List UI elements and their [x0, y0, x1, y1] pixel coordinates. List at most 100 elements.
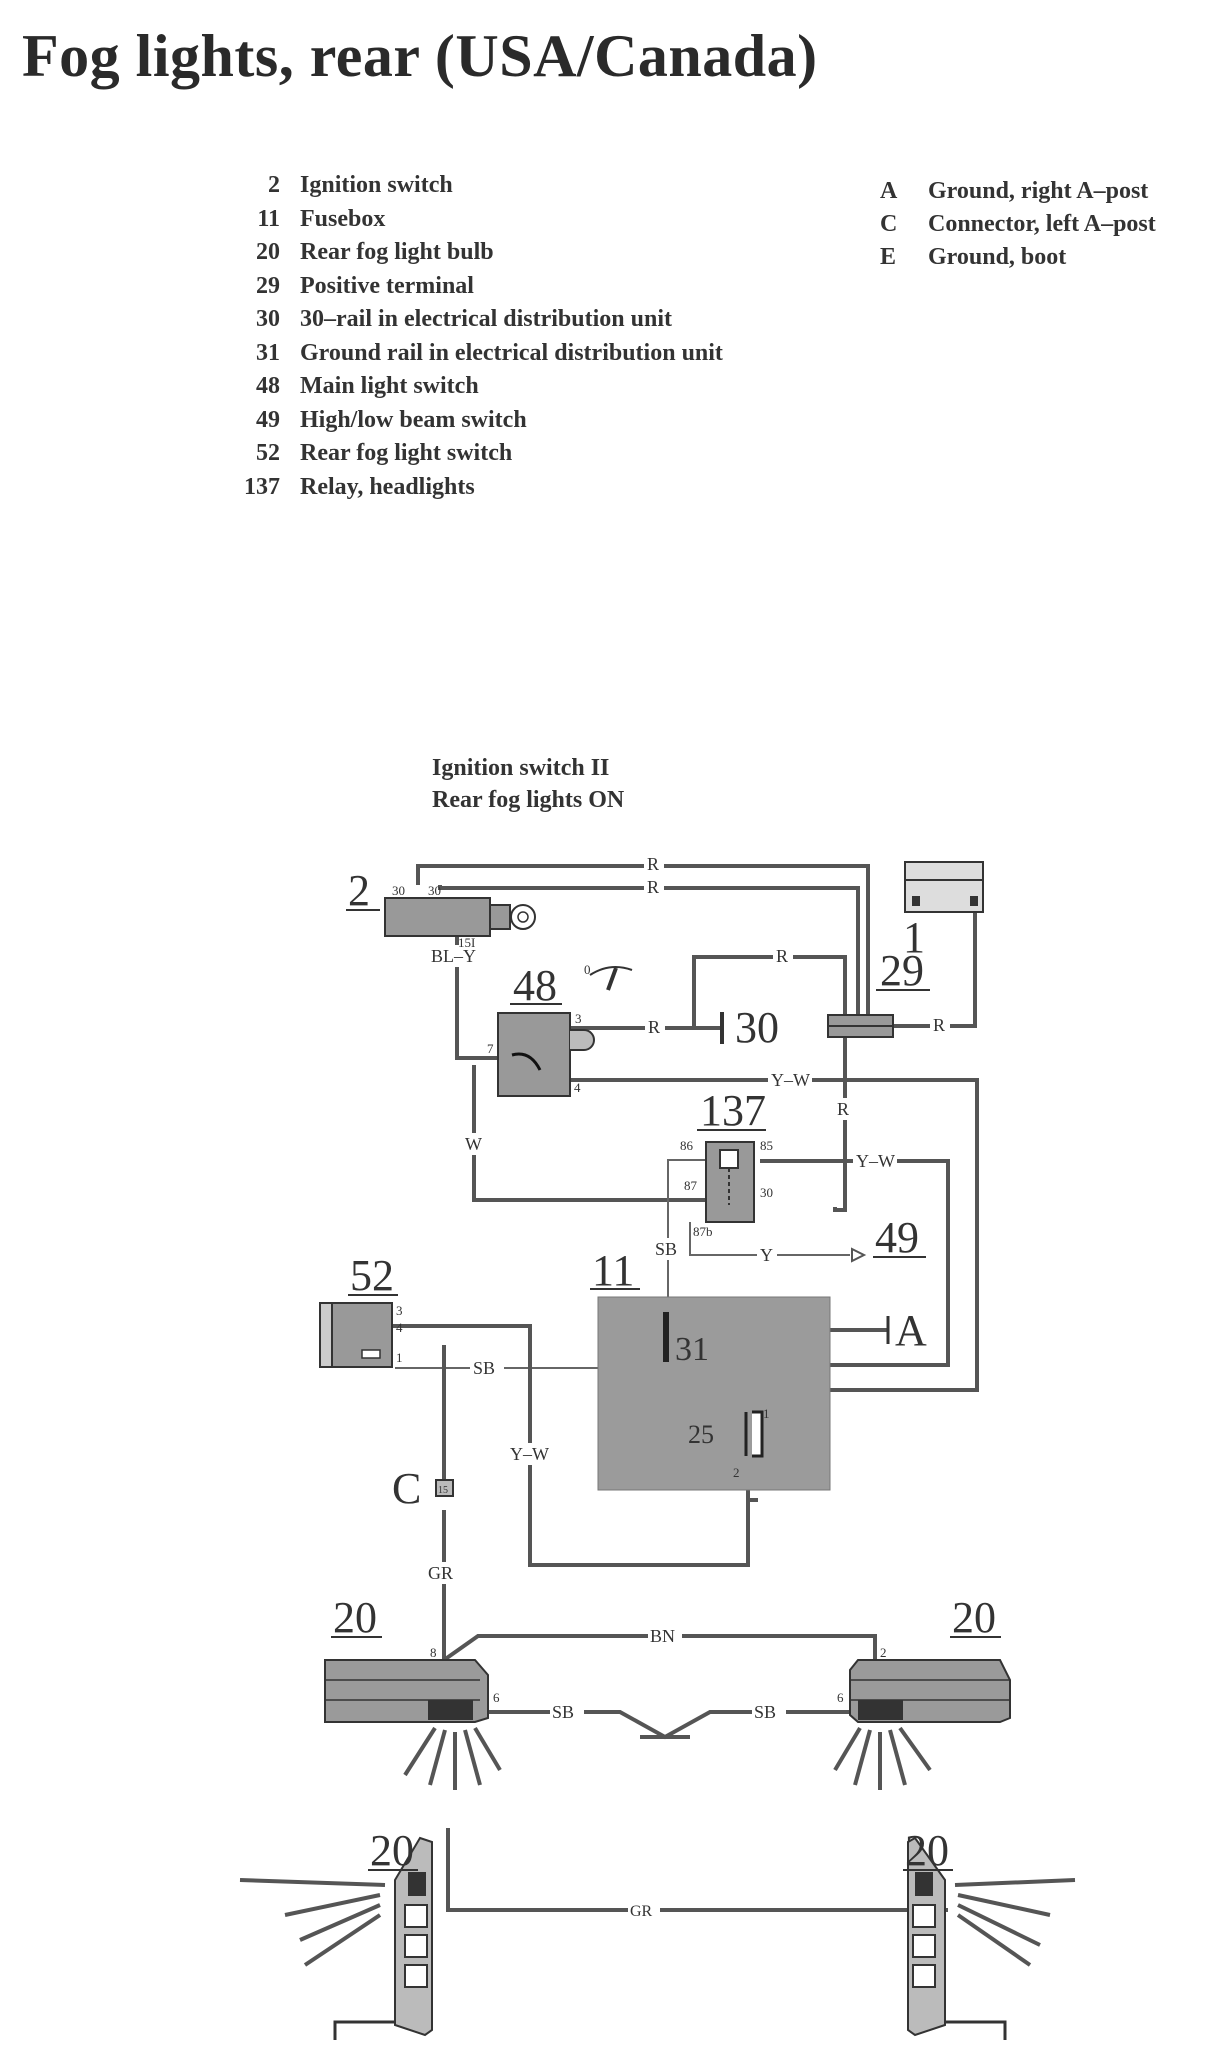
- wire-label-w: W: [465, 1134, 482, 1154]
- label-c: C: [392, 1464, 421, 1513]
- label-48: 48: [513, 961, 557, 1010]
- legend-item-label: Rear fog light bulb: [300, 239, 494, 265]
- fusebox: [597, 1296, 831, 1491]
- label-20-right: 20: [952, 1593, 996, 1642]
- wire-label-y: Y: [760, 1245, 773, 1265]
- label-20-bottom-left: 20: [370, 1826, 414, 1875]
- legend-item-number: 2: [268, 172, 280, 198]
- label-a: A: [895, 1306, 927, 1355]
- pin-137-87: 87: [684, 1178, 698, 1193]
- legend-item-label: 30–rail in electrical distribution unit: [300, 306, 672, 332]
- pin-48-7: 7: [487, 1041, 494, 1056]
- pin-20a-8: 8: [430, 1645, 437, 1660]
- positive-terminal: [827, 1014, 894, 1038]
- page-title: Fog lights, rear (USA/Canada): [22, 23, 818, 89]
- label-29: 29: [880, 946, 924, 995]
- wire-label-sb-52: SB: [473, 1358, 495, 1378]
- legend-item-label: High/low beam switch: [300, 406, 527, 433]
- legend-ground-number: E: [880, 244, 897, 270]
- label-1: 1: [903, 913, 925, 962]
- battery: [904, 861, 984, 913]
- wire-label-bl-y: BL–Y: [431, 946, 476, 966]
- wire-r-29: [893, 912, 977, 1028]
- wire-label-sb-11: SB: [655, 1239, 677, 1259]
- connector-c: [435, 1479, 454, 1497]
- legend-ground-number: C: [880, 211, 898, 237]
- legend-item-number: 52: [256, 440, 280, 466]
- wire-label-r-top2: R: [647, 877, 659, 897]
- headlight-relay: [705, 1141, 755, 1223]
- pin-52-4: 4: [396, 1320, 403, 1335]
- pin-48-4: 4: [574, 1080, 581, 1095]
- label-31: 31: [675, 1331, 709, 1368]
- wire-label-bn: BN: [650, 1626, 675, 1646]
- bottom-lamp-right: [907, 1836, 1076, 2040]
- wire-w: [472, 1065, 708, 1202]
- pin-20b-6: 6: [837, 1690, 844, 1705]
- legend-ground-number: A: [880, 178, 898, 204]
- legend-item-label: Ground rail in electrical distribution u…: [300, 339, 723, 366]
- wire-y-w-low: [392, 1324, 750, 1567]
- pin-137-85: 85: [760, 1138, 773, 1153]
- legend-item-number: 30: [256, 306, 280, 332]
- pin-137-87b: 87b: [693, 1224, 713, 1239]
- pin-2-30b: 30: [428, 883, 441, 898]
- wire-r-top1: [416, 864, 870, 1030]
- wire-label-r-30: R: [648, 1017, 660, 1037]
- pin-48-3: 3: [575, 1011, 582, 1026]
- label-30: 30: [735, 1003, 779, 1052]
- ignition-switch: [384, 897, 536, 937]
- legend-ground-label: Ground, right A–post: [928, 178, 1149, 204]
- wire-label-r-vert: R: [837, 1099, 849, 1119]
- label-20-bottom-right: 20: [905, 1826, 949, 1875]
- wire-y: [689, 1222, 850, 1256]
- legend-item-label: Relay, headlights: [300, 473, 475, 500]
- legend-item-number: 20: [256, 239, 280, 265]
- legend-item-number: 11: [257, 205, 280, 232]
- wire-label-y-w-low: Y–W: [510, 1444, 549, 1464]
- legend-ground-label: Ground, boot: [928, 244, 1067, 270]
- bottom-lamp-left: [239, 1836, 433, 2040]
- rear-lamp-left: [324, 1659, 502, 1790]
- wire-label-sb-left: SB: [552, 1702, 574, 1722]
- wire-r-mid: [692, 955, 847, 1212]
- label-49: 49: [875, 1213, 919, 1262]
- legend-item-number: 29: [256, 272, 280, 299]
- pin-2-15: 15I: [458, 935, 475, 950]
- legend-item-label: Main light switch: [300, 373, 479, 399]
- wire-label-y-w-137: Y–W: [856, 1151, 895, 1171]
- label-25: 25: [688, 1420, 714, 1449]
- pin-52-1: 1: [396, 1350, 403, 1365]
- pin-137-30: 30: [760, 1185, 773, 1200]
- pin-2-30a: 30: [392, 883, 405, 898]
- legend-item-number: 49: [256, 406, 280, 433]
- pin-48-dial-0: 0: [584, 962, 591, 977]
- legend-item-label: Positive terminal: [300, 272, 474, 299]
- wire-label-sb-right: SB: [754, 1702, 776, 1722]
- label-2: 2: [348, 866, 370, 915]
- state-line-2: Rear fog lights ON: [432, 787, 625, 813]
- legend-item-number: 31: [256, 339, 280, 366]
- label-20-left: 20: [333, 1593, 377, 1642]
- rear-fog-light-switch: [319, 1302, 393, 1368]
- wire-label-r-top1: R: [647, 854, 659, 874]
- pin-c-15: 15: [438, 1485, 448, 1496]
- wire-label-gr-bottom: GR: [630, 1903, 653, 1920]
- label-52: 52: [350, 1251, 394, 1300]
- rear-lamp-right: [833, 1659, 1011, 1790]
- pin-25-2: 2: [733, 1465, 740, 1480]
- wire-label-r-mid: R: [776, 946, 788, 966]
- state-line-1: Ignition switch II: [432, 755, 610, 781]
- label-137: 137: [700, 1086, 766, 1135]
- legend-ground-label: Connector, left A–post: [928, 211, 1156, 237]
- wire-sb-11: [667, 1159, 706, 1322]
- legend-item-number: 48: [256, 373, 280, 399]
- wire-gr-bottom: [446, 1828, 948, 1912]
- main-light-switch: [497, 965, 633, 1097]
- wire-bl-y: [455, 935, 497, 1060]
- arrow-49: [851, 1247, 867, 1263]
- wire-label-r-29: R: [933, 1015, 945, 1035]
- wire-label-gr-c: GR: [428, 1563, 453, 1583]
- pin-137-86: 86: [680, 1138, 694, 1153]
